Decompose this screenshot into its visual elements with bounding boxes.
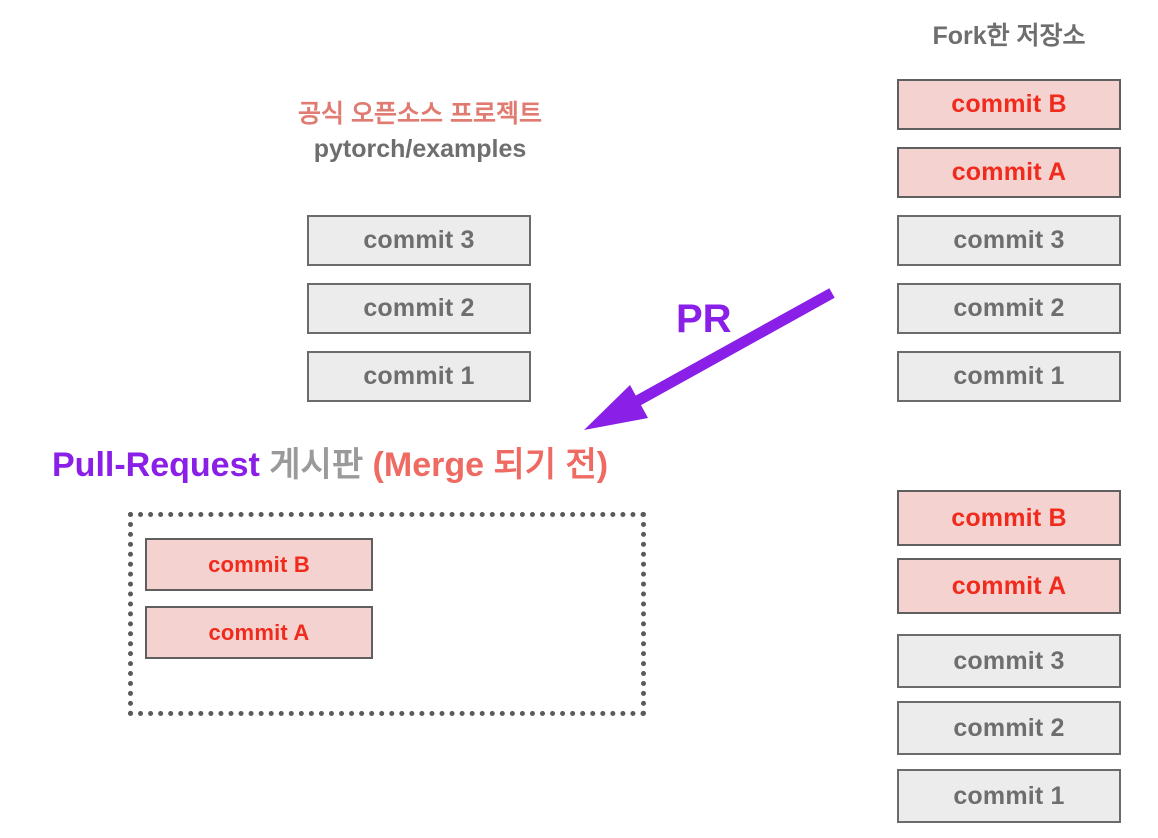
upstream-commit-box: commit 3 — [307, 215, 531, 266]
fork-top-commit-box: commit B — [897, 79, 1121, 130]
pr-board-commit-box: commit A — [145, 606, 373, 659]
fork-bottom-commit-box: commit A — [897, 558, 1121, 614]
fork-bottom-commit-box: commit 2 — [897, 701, 1121, 755]
pr-board-commit-box: commit B — [145, 538, 373, 591]
pr-arrow-label: PR — [676, 297, 732, 341]
pr-arrow-icon — [584, 288, 835, 430]
fork-top-commit-box: commit 1 — [897, 351, 1121, 402]
pull-request-board-area — [128, 512, 646, 716]
fork-bottom-commit-box: commit 1 — [897, 769, 1121, 823]
fork-bottom-commit-box: commit 3 — [897, 634, 1121, 688]
fork-top-commit-box: commit A — [897, 147, 1121, 198]
pull-request-board-heading: Pull-Request 게시판 (Merge 되기 전) — [52, 437, 608, 486]
pr-heading-segment-red: (Merge 되기 전) — [372, 446, 609, 484]
fork-bottom-commit-box: commit B — [897, 490, 1121, 546]
fork-top-commit-box: commit 2 — [897, 283, 1121, 334]
upstream-commit-box: commit 1 — [307, 351, 531, 402]
upstream-commit-box: commit 2 — [307, 283, 531, 334]
official-project-title: 공식 오픈소스 프로젝트 — [298, 100, 542, 128]
official-project-repo-name: pytorch/examples — [313, 135, 527, 163]
fork-repo-title: Fork한 저장소 — [932, 22, 1086, 50]
pr-heading-segment-purple: Pull-Request — [52, 446, 260, 484]
pr-heading-segment-gray: 게시판 — [259, 446, 373, 484]
fork-top-commit-box: commit 3 — [897, 215, 1121, 266]
